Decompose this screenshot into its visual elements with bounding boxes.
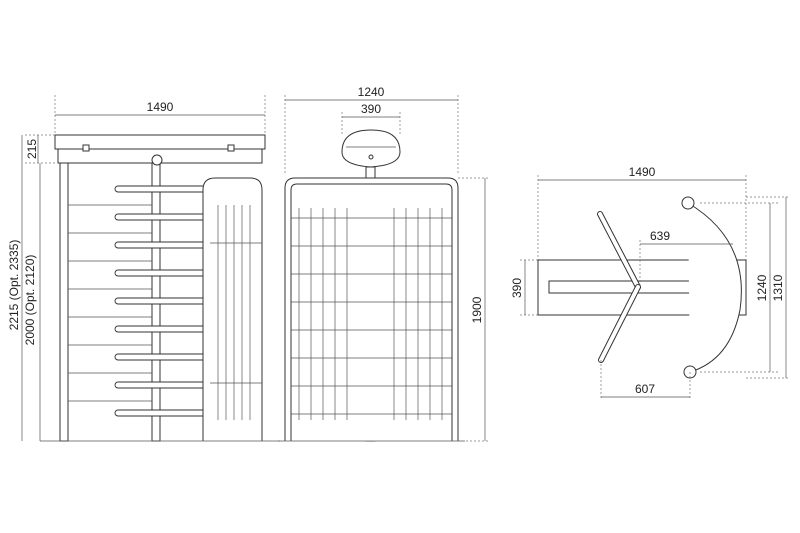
front-view: 1240 390: [278, 85, 490, 442]
side-width-label: 1490: [147, 100, 174, 114]
rotor-cap: [151, 154, 163, 166]
side-view: 1490: [7, 95, 280, 442]
left-fence: [68, 204, 152, 402]
side-height-label-1: 2215 (Opt. 2335): [7, 240, 21, 331]
top-right-label-1: 1240: [755, 274, 769, 301]
side-top-label: 215: [25, 139, 39, 159]
top-right-label-2: 1310: [771, 274, 785, 301]
roof-slot: [548, 280, 710, 294]
front-crossbars: [291, 217, 452, 415]
top-depth-label: 390: [510, 278, 524, 298]
gate-end-top: [681, 196, 695, 210]
roof-bolt-right: [227, 144, 235, 152]
front-frame-inner: [290, 183, 453, 441]
top-view: 1490 390 639 607 1240 1310: [510, 165, 790, 400]
top-inner-label: 639: [650, 229, 670, 243]
top-lower-label: 607: [635, 382, 655, 396]
canopy-head: [341, 129, 401, 168]
front-arms-right: [393, 208, 443, 420]
front-width-label: 1240: [358, 85, 385, 99]
rotor-arms: [114, 185, 211, 417]
gate-bars: [210, 205, 262, 420]
front-head-label: 390: [361, 102, 381, 116]
side-height-label-2: 2000 (Opt. 2120): [23, 255, 37, 346]
post-left: [59, 162, 69, 442]
front-arms-left: [298, 208, 348, 420]
top-width-label: 1490: [629, 165, 656, 179]
gate-arc: [687, 202, 742, 373]
roof-bolt-left: [82, 144, 90, 152]
front-height-label: 1900: [470, 296, 484, 323]
gate-frame: [202, 177, 263, 441]
canopy-light: [368, 154, 374, 160]
